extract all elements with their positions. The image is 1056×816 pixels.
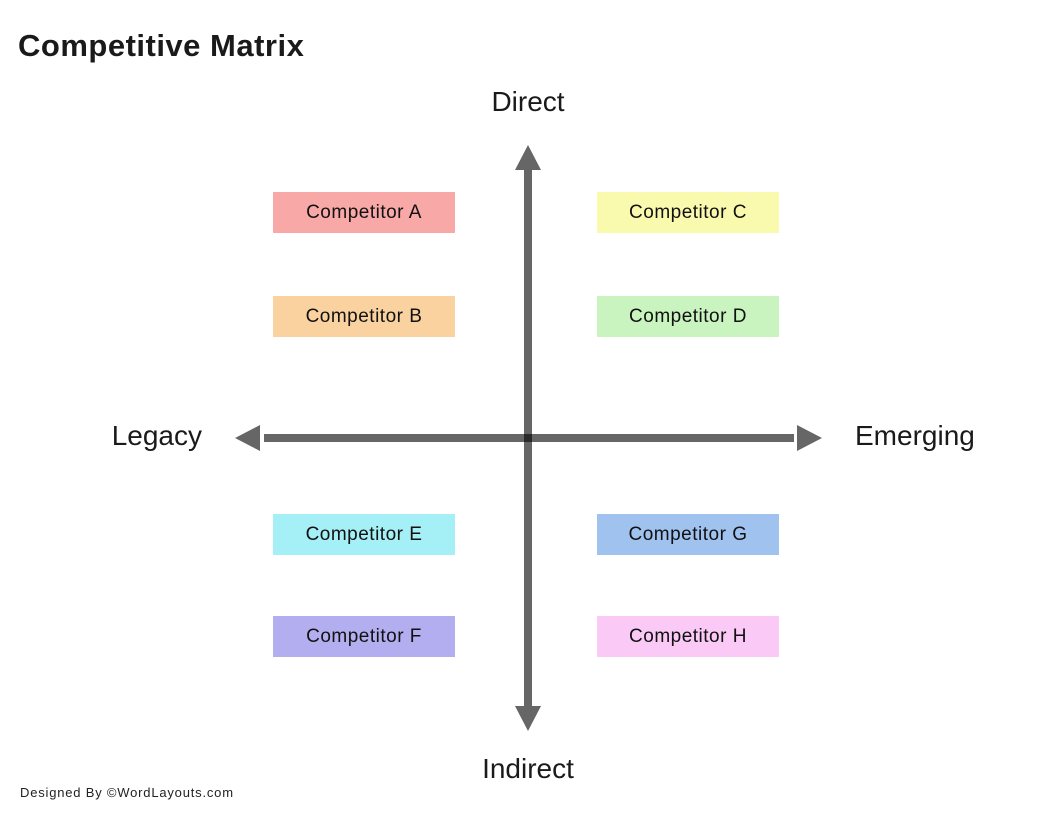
competitor-box-h: Competitor H: [597, 616, 779, 657]
arrow-right-icon: [797, 425, 822, 451]
axis-label-legacy: Legacy: [111, 420, 202, 451]
designer-credit: Designed By ©WordLayouts.com: [20, 785, 234, 800]
axis-label-direct: Direct: [491, 86, 565, 117]
competitor-box-f: Competitor F: [273, 616, 455, 657]
arrow-down-icon: [515, 706, 541, 731]
axis-label-indirect: Indirect: [482, 753, 574, 784]
competitor-box-b: Competitor B: [273, 296, 455, 337]
competitor-box-g: Competitor G: [597, 514, 779, 555]
page-title: Competitive Matrix: [18, 28, 305, 63]
axis-label-emerging: Emerging: [855, 420, 975, 451]
competitor-box-a: Competitor A: [273, 192, 455, 233]
competitor-box-d: Competitor D: [597, 296, 779, 337]
arrow-left-icon: [235, 425, 260, 451]
competitor-box-e: Competitor E: [273, 514, 455, 555]
arrow-up-icon: [515, 145, 541, 170]
horizontal-axis-line: [264, 434, 794, 442]
competitor-box-c: Competitor C: [597, 192, 779, 233]
